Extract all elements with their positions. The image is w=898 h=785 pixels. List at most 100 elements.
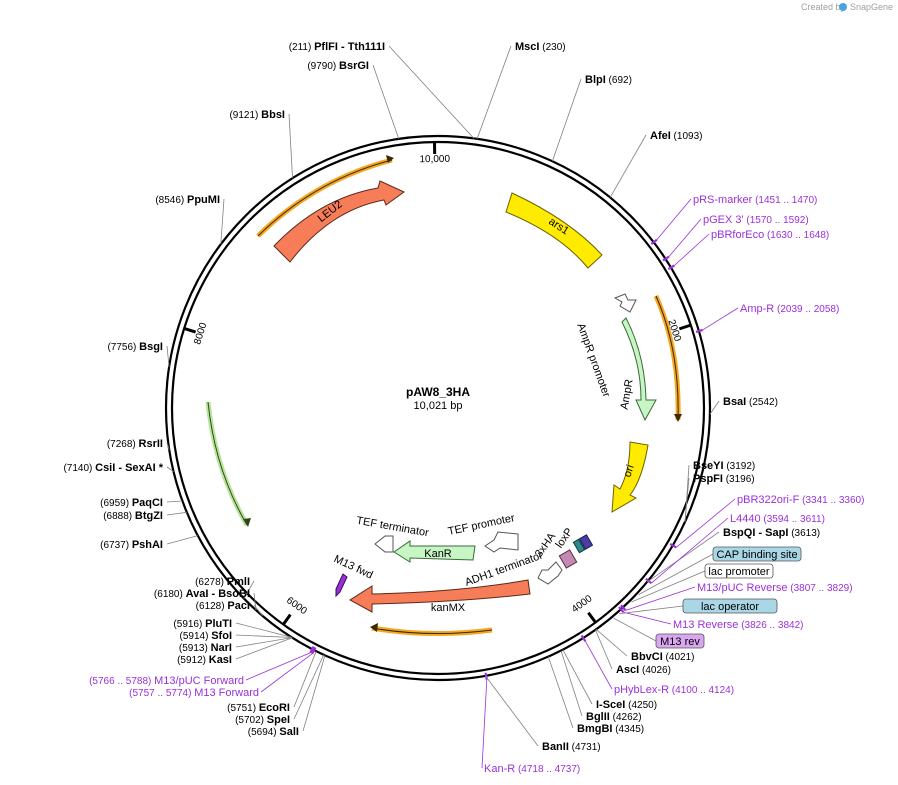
enzyme-site[interactable]: (7756) BsgI xyxy=(107,341,170,368)
enzyme-name: BspQI xyxy=(723,527,755,539)
feature-tef-terminator[interactable] xyxy=(374,535,394,553)
enzyme-label: (5751) EcoRI xyxy=(227,702,290,714)
enzyme-site[interactable]: AfeI (1093) xyxy=(609,130,703,198)
enzyme-site[interactable]: BspQI - SapI (3613) xyxy=(646,527,820,583)
enzyme-label: (7268) RsrII xyxy=(107,438,163,450)
feature-kanmx-label: kanMX xyxy=(431,602,466,614)
primer-mark xyxy=(662,255,670,262)
enzyme-site[interactable]: BanII (4731) xyxy=(485,675,601,753)
enzyme-pos: (4731) xyxy=(569,742,601,753)
feature-kanmx[interactable] xyxy=(349,579,531,613)
enzyme-site[interactable]: BbvCI (4021) xyxy=(595,629,694,663)
primer-label: (5757 .. 5774) M13 Forward xyxy=(129,687,259,699)
feature-m13-fwd[interactable] xyxy=(335,573,348,598)
enzyme-site[interactable]: (5913) NarI xyxy=(179,637,293,654)
primer-site[interactable]: pBRforEco (1630 .. 1648) xyxy=(674,229,829,266)
enzyme-name: BglII xyxy=(586,711,610,723)
tick-label: 4000 xyxy=(570,593,595,615)
enzyme-label: (6888) BtgZI xyxy=(103,510,163,522)
enzyme-leader-line xyxy=(551,78,582,162)
feature-tef-promoter[interactable] xyxy=(484,531,519,553)
enzyme-site[interactable]: AscI (4026) xyxy=(595,629,671,676)
enzyme-pos: (6278) xyxy=(195,577,227,588)
feature-ars1[interactable] xyxy=(505,192,603,269)
boxed-feature[interactable]: CAP binding site xyxy=(638,546,802,595)
enzyme-pos: (9121) xyxy=(229,110,261,121)
feature-adh1-terminator[interactable] xyxy=(537,561,563,585)
enzyme-label: (6959) PaqCI xyxy=(100,497,163,509)
primer-name: pHybLex-R xyxy=(614,684,669,696)
boxed-feature[interactable]: lac operator xyxy=(618,598,778,615)
snapgene-logo-icon xyxy=(839,3,847,11)
enzyme-site[interactable]: (9790) BsrGI xyxy=(307,60,400,139)
feature-kanr[interactable] xyxy=(393,540,476,563)
enzyme-name: BanII xyxy=(542,741,569,753)
primer-site[interactable]: pGEX 3' (1570 .. 1592) xyxy=(668,214,809,257)
enzyme-site[interactable]: (9121) BbsI xyxy=(229,109,293,179)
enzyme-site[interactable]: (6737) PshAI xyxy=(100,535,198,551)
enzyme-pos: (7140) xyxy=(63,463,95,474)
enzyme-site[interactable]: (5916) PluTI xyxy=(173,618,292,638)
enzyme-name: SalI xyxy=(279,726,299,738)
enzyme-pos: (3196) xyxy=(723,474,755,485)
feature-3xha[interactable] xyxy=(572,538,586,554)
enzyme-site[interactable]: BglII (4262) xyxy=(560,650,642,723)
backbone-outer-circle xyxy=(164,134,712,682)
enzyme-name: BbsI xyxy=(261,109,285,121)
primer-site[interactable]: (5757 .. 5774) M13 Forward xyxy=(129,653,313,699)
enzyme-site[interactable]: (6959) PaqCI xyxy=(100,497,183,509)
enzyme-site[interactable]: (5702) SpeI xyxy=(235,654,325,726)
boxed-feature-label: lac promoter xyxy=(708,566,769,578)
enzyme-site[interactable]: BmgBI (4345) xyxy=(547,656,644,735)
boxed-feature-box xyxy=(704,563,774,579)
enzyme-leader-line xyxy=(243,580,255,599)
enzyme-leader-line xyxy=(547,656,574,729)
primer-name: pRS-marker xyxy=(693,194,753,206)
primer-site[interactable]: M13/pUC Reverse (3807 .. 3829) xyxy=(625,582,853,611)
primer-mark xyxy=(580,634,587,642)
feature-loxp[interactable] xyxy=(578,534,594,550)
enzyme-site[interactable]: (8546) PpuMI xyxy=(155,194,225,245)
feature-leu2[interactable] xyxy=(273,180,405,263)
boxed-feature[interactable]: lac promoter xyxy=(631,563,774,603)
primer-mark xyxy=(669,542,677,549)
enzyme-leader-line xyxy=(235,622,292,638)
feature-ampr[interactable] xyxy=(621,317,657,422)
primer-site[interactable]: M13 Reverse (3826 .. 3842) xyxy=(623,611,804,631)
enzyme-site[interactable]: BlpI (692) xyxy=(551,74,632,162)
enzyme-site[interactable]: (6128) PacI xyxy=(196,600,263,617)
enzyme-site[interactable]: MscI (230) xyxy=(476,41,566,139)
primer-site[interactable]: pHybLex-R (4100 .. 4124) xyxy=(585,641,734,696)
enzyme-leader-line xyxy=(293,651,317,708)
brand-logo: Created by SnapGene xyxy=(801,2,893,12)
feature-ampr-promoter[interactable] xyxy=(613,293,637,313)
enzyme-site[interactable]: BsaI (2542) xyxy=(709,396,778,415)
enzyme-site[interactable]: (5914) SfoI xyxy=(180,630,293,642)
enzyme-site[interactable]: (211) PflFI - Tth111I xyxy=(289,41,475,139)
enzyme-site[interactable]: (7140) CsiI - SexAI * xyxy=(63,462,174,474)
primer-site[interactable]: pRS-marker (1451 .. 1470) xyxy=(656,194,818,241)
enzyme-site[interactable]: PspFI (3196) xyxy=(684,473,755,523)
feature-ori[interactable] xyxy=(611,441,649,513)
primer-site[interactable]: Kan-R (4718 .. 4737) xyxy=(481,679,580,775)
primer-site[interactable]: (5766 .. 5788) M13/pUC Forward xyxy=(89,652,311,687)
enzyme-pos: (1093) xyxy=(671,131,703,142)
enzyme-site[interactable]: (6180) AvaI - BsoBI xyxy=(154,588,257,611)
enzyme-site[interactable]: (5751) EcoRI xyxy=(227,651,317,714)
enzyme-site[interactable]: (5694) SalI xyxy=(248,655,326,738)
primer-site[interactable]: L4440 (3594 .. 3611) xyxy=(651,513,825,584)
enzyme-name: AfeI xyxy=(650,130,671,142)
enzyme-site[interactable]: (7268) RsrII xyxy=(107,438,170,451)
enzyme-site[interactable]: (6888) BtgZI xyxy=(103,510,187,522)
enzyme-site[interactable]: (6278) PmlI xyxy=(195,576,255,599)
boxed-feature[interactable]: M13 rev xyxy=(613,617,705,649)
primer-site[interactable]: pBR322ori-F (3341 .. 3360) xyxy=(675,494,864,548)
enzyme-site[interactable]: (5912) KasI xyxy=(177,637,293,666)
feature-hybrid-block[interactable] xyxy=(558,549,578,569)
enzyme-label: (5702) SpeI xyxy=(235,714,290,726)
enzyme-site[interactable]: I-SceI (4250) xyxy=(562,649,657,711)
primer-site[interactable]: Amp-R (2039 .. 2058) xyxy=(702,303,840,331)
enzyme-pos: (692) xyxy=(606,75,632,86)
